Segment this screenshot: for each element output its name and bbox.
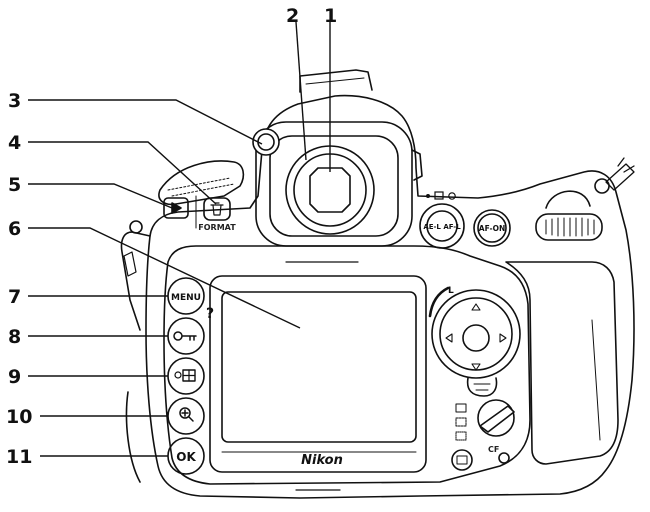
magnifier-icon [179, 407, 191, 419]
cf-label: CF [488, 445, 499, 454]
callout-10: 10 [6, 406, 32, 428]
strap-ring [605, 157, 635, 191]
main-command-dial[interactable] [535, 213, 603, 241]
delete-button[interactable] [203, 197, 231, 221]
zoom-out-mini-icon [174, 371, 182, 379]
lock-switch-base [466, 377, 498, 397]
indicator-dot [426, 194, 430, 198]
left-strap-hole [129, 220, 143, 234]
command-dial-ridges [545, 217, 595, 237]
leader-line-3 [28, 99, 263, 145]
af-area-mode-lever [479, 405, 515, 433]
menu-button-label: MENU [171, 293, 201, 303]
eyepiece-housing [255, 121, 413, 247]
callout-6: 6 [8, 218, 21, 240]
arrow-up-icon [471, 303, 481, 311]
af-on-button-ring [473, 209, 511, 247]
callout-7: 7 [8, 286, 21, 308]
af-on-label: AF-ON [479, 224, 505, 233]
format-label: FORMAT [198, 223, 236, 232]
brand-logo: Nikon [301, 453, 343, 468]
memory-card-access-lamp [498, 452, 510, 464]
lock-switch-label: L [448, 286, 454, 296]
thumbnail-icon-grid [182, 369, 196, 382]
playback-button[interactable] [163, 197, 189, 219]
left-grip-edge [125, 391, 141, 483]
ae-af-lock-button[interactable] [426, 210, 458, 242]
shoe-rail [305, 77, 365, 85]
key-icon [173, 331, 183, 341]
auto-area-af-icon [455, 431, 467, 441]
single-point-af-icon [455, 403, 467, 413]
ok-button-label: OK [176, 450, 196, 464]
leader-line-2 [295, 21, 307, 161]
zoom-in-button[interactable] [167, 397, 205, 435]
arrow-left-icon [445, 333, 453, 343]
metering-icon [434, 191, 444, 200]
dynamic-area-af-icon [455, 417, 467, 427]
ae-af-lock-label: AE-L AF-L [423, 223, 461, 231]
monitor-bezel [209, 275, 427, 473]
eyepiece-shutter-lever [411, 149, 423, 181]
command-dial-cover [545, 190, 591, 209]
callout-1: 1 [324, 5, 337, 27]
grip-outline [505, 261, 619, 465]
diopter-knob [252, 128, 280, 156]
focus-selector-lock[interactable] [428, 286, 450, 318]
viewfinder-window [309, 167, 351, 213]
eyepiece-rubber [269, 135, 399, 237]
trash-icon [210, 202, 224, 216]
multi-selector-center-button[interactable] [462, 324, 490, 352]
callout-9: 9 [8, 366, 21, 388]
arrow-right-icon [499, 333, 507, 343]
help-symbol: ? [206, 306, 214, 322]
mode-dial-ridges [167, 177, 235, 197]
callout-8: 8 [8, 326, 21, 348]
metering-spot-icon [448, 192, 456, 200]
callout-5: 5 [8, 174, 21, 196]
callout-2: 2 [286, 5, 299, 27]
camera-body-outline [145, 94, 635, 499]
leader-line-5 [28, 183, 173, 209]
multi-selector-pad[interactable] [439, 297, 513, 371]
terminal-cover [123, 251, 137, 277]
lock-switch-ridges [473, 383, 491, 391]
info-button[interactable] [451, 449, 473, 471]
grip-texture [591, 319, 601, 441]
leader-line-6 [28, 227, 301, 329]
callout-11: 11 [6, 446, 32, 468]
magnifier-plus [181, 409, 194, 422]
monitor-screen [221, 291, 417, 443]
callout-3: 3 [8, 90, 21, 112]
key-icon-shaft [181, 335, 197, 341]
callout-4: 4 [8, 132, 21, 154]
multi-selector-outer[interactable] [431, 289, 521, 379]
info-icon [456, 455, 468, 465]
arrow-down-icon [471, 363, 481, 371]
af-on-button[interactable] [477, 213, 507, 243]
right-strap-lug [594, 178, 610, 194]
rear-panel-contour [163, 245, 531, 485]
af-area-mode-selector[interactable] [477, 399, 515, 437]
ae-af-lock-ring [419, 203, 465, 249]
leader-line-4 [28, 141, 217, 205]
